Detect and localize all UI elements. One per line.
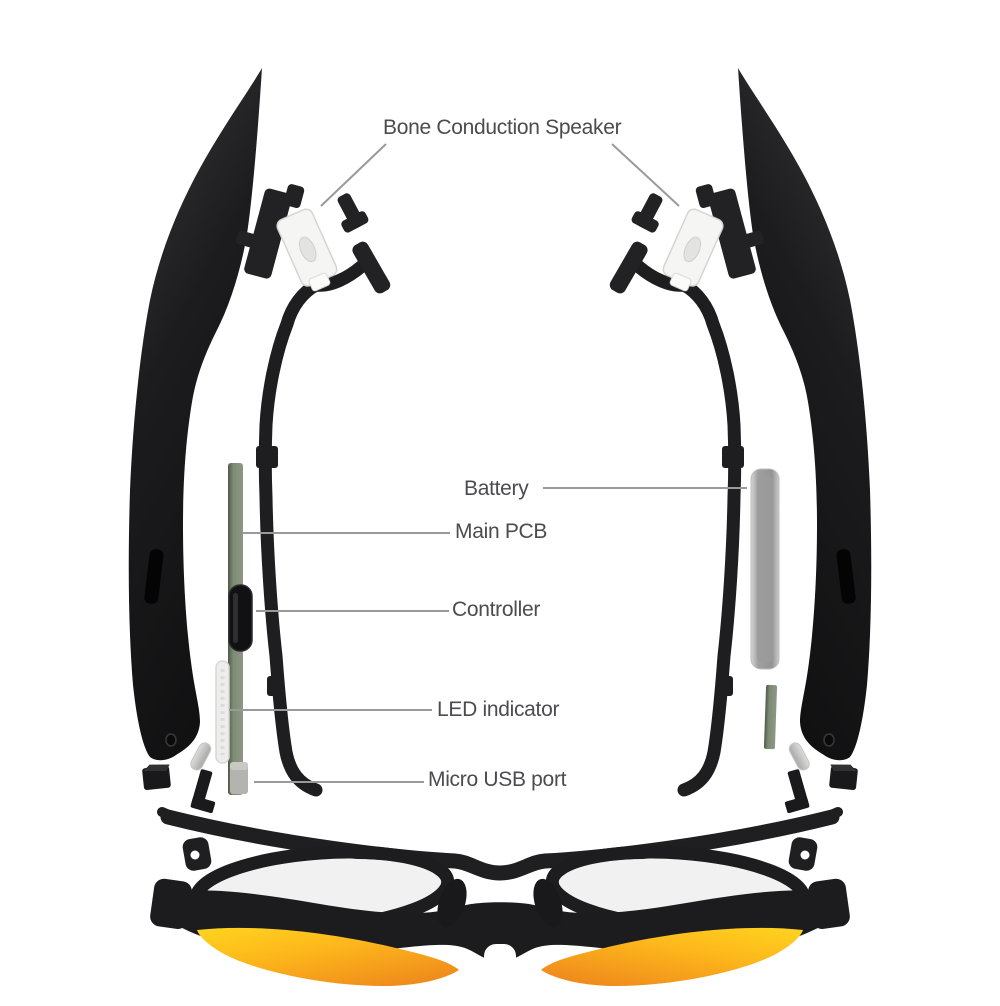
bone-conduction-speaker-label: Bone Conduction Speaker [383, 116, 622, 139]
bone-speaker-leader-right [611, 143, 680, 207]
left-bone-conduction-speaker [227, 173, 394, 297]
battery-part [750, 468, 780, 670]
controller-part [228, 584, 253, 652]
main-pcb-label: Main PCB [455, 520, 548, 543]
micro-usb-port-label: Micro USB port [428, 768, 567, 791]
led-indicator-part [215, 660, 230, 764]
led-indicator-label: LED indicator [437, 698, 560, 721]
leader-lines [229, 143, 747, 783]
left-pivot-tab [181, 835, 213, 873]
micro-usb-part [230, 762, 248, 794]
battery-label: Battery [464, 477, 529, 500]
right-small-pcb-part [763, 684, 778, 750]
right-pivot-tab [787, 835, 819, 873]
left-inner-frame [256, 266, 362, 790]
controller-label: Controller [452, 598, 541, 621]
bone-speaker-leader-left [320, 143, 387, 207]
right-bone-conduction-speaker [606, 173, 773, 297]
right-inner-frame [638, 266, 744, 790]
